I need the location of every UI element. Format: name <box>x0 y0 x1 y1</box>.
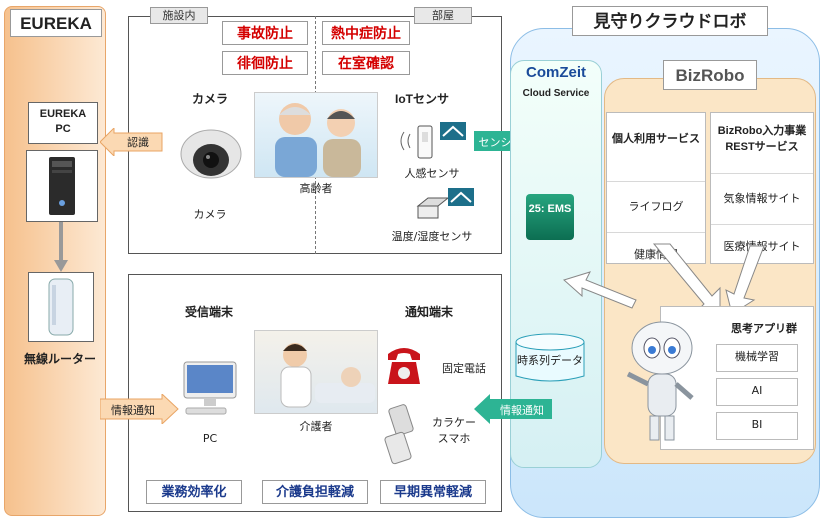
rest-heading-line1: BizRobo入力事業 <box>717 125 807 137</box>
cloud-robot-icon <box>626 321 694 441</box>
desktop-pc-image <box>26 150 98 222</box>
goal-heatstroke-prevention: 熱中症防止 <box>322 21 410 45</box>
router-image <box>28 272 94 342</box>
goal-accident-prevention: 事故防止 <box>222 21 308 45</box>
caregiver-caption: 介護者 <box>299 420 333 433</box>
receive-terminal-heading: 受信端末 <box>184 305 233 319</box>
security-camera-icon <box>180 129 242 179</box>
eureka-pc-label: EUREKA PC <box>28 102 98 144</box>
personal-item-lifelog: ライフログ <box>607 181 705 232</box>
ai-apps-heading: 思考アプリ群 <box>731 323 797 335</box>
imac-pc-icon <box>183 361 237 415</box>
timeseries-db-icon <box>515 333 585 382</box>
goal-wandering-prevention: 徘徊防止 <box>222 51 308 75</box>
ai-item-ai: AI <box>716 378 798 406</box>
notify-to-pc-arrow <box>100 394 179 424</box>
personal-service-box: 個人利用サービス ライフログ 健康情報 <box>606 112 706 264</box>
rest-item-weather: 気象情報サイト <box>711 173 813 224</box>
pc-to-router-arrow <box>54 222 68 272</box>
rest-heading-line2: RESTサービス <box>725 141 799 153</box>
mobile-caption-line1: カラケー <box>432 416 476 429</box>
eureka-title: EUREKA <box>10 9 102 37</box>
cloud-title: 見守りクラウドロボ <box>572 6 768 36</box>
notify-from-cloud-arrow <box>474 394 552 424</box>
pc-caption: PC <box>202 432 218 445</box>
elderly-couple-photo <box>254 92 378 178</box>
ems-badge-label: 25: EMS <box>528 203 572 215</box>
personal-service-heading: 個人利用サービス <box>612 133 700 145</box>
recognition-arrow <box>100 128 163 156</box>
tag-room: 部屋 <box>414 7 472 24</box>
effect-efficiency: 業務効率化 <box>146 480 242 504</box>
router-icon <box>48 278 74 336</box>
caregiver-photo <box>254 330 378 414</box>
landline-caption: 固定電話 <box>442 362 486 375</box>
motion-sensor-caption: 人感センサ <box>404 167 460 180</box>
ems-badge: 25: EMS <box>526 194 574 240</box>
temp-sensor-caption: 温度/湿度センサ <box>391 230 473 243</box>
timeseries-db-label: 時系列データ <box>517 354 583 367</box>
effect-care-burden: 介護負担軽減 <box>262 480 368 504</box>
bizrobo-title: BizRobo <box>663 60 757 90</box>
camera-heading: カメラ <box>191 92 228 106</box>
ai-item-machine-learning: 機械学習 <box>716 344 798 372</box>
rest-service-heading: BizRobo入力事業 RESTサービス <box>711 113 813 173</box>
notify-from-cloud-label: 情報通知 <box>500 404 544 417</box>
desktop-tower-icon <box>49 157 75 215</box>
rest-service-box: BizRobo入力事業 RESTサービス 気象情報サイト 医療情報サイト <box>710 112 814 264</box>
ai-item-bi: BI <box>716 412 798 440</box>
comzeit-logo: ComZeit <box>526 64 586 81</box>
landline-phone-icon <box>388 348 420 384</box>
notify-terminal-heading: 通知端末 <box>404 305 453 319</box>
effect-early-detection: 早期異常軽減 <box>380 480 486 504</box>
temp-humidity-sensor-icon <box>416 188 474 219</box>
recognition-arrow-label: 認識 <box>127 136 149 149</box>
mobile-phone-icon <box>384 404 414 465</box>
iot-heading: IoTセンサ <box>395 92 449 106</box>
mobile-caption-line2: スマホ <box>437 432 471 445</box>
tag-facility-inside: 施設内 <box>150 7 208 24</box>
caregiver-icon <box>280 343 375 408</box>
motion-sensor-icon <box>400 122 466 159</box>
elderly-caption: 高齢者 <box>299 182 333 195</box>
comzeit-subtitle: Cloud Service <box>522 88 590 99</box>
eureka-pc-label-line2: PC <box>55 123 71 135</box>
router-label: 無線ルーター <box>23 352 96 366</box>
eureka-pc-label-line1: EUREKA <box>39 108 87 120</box>
notify-to-pc-label: 情報通知 <box>111 404 155 417</box>
elderly-couple-icon <box>275 103 361 177</box>
camera-caption: カメラ <box>193 208 227 221</box>
service-flow-arrows <box>563 243 765 315</box>
goal-presence-check: 在室確認 <box>322 51 410 75</box>
